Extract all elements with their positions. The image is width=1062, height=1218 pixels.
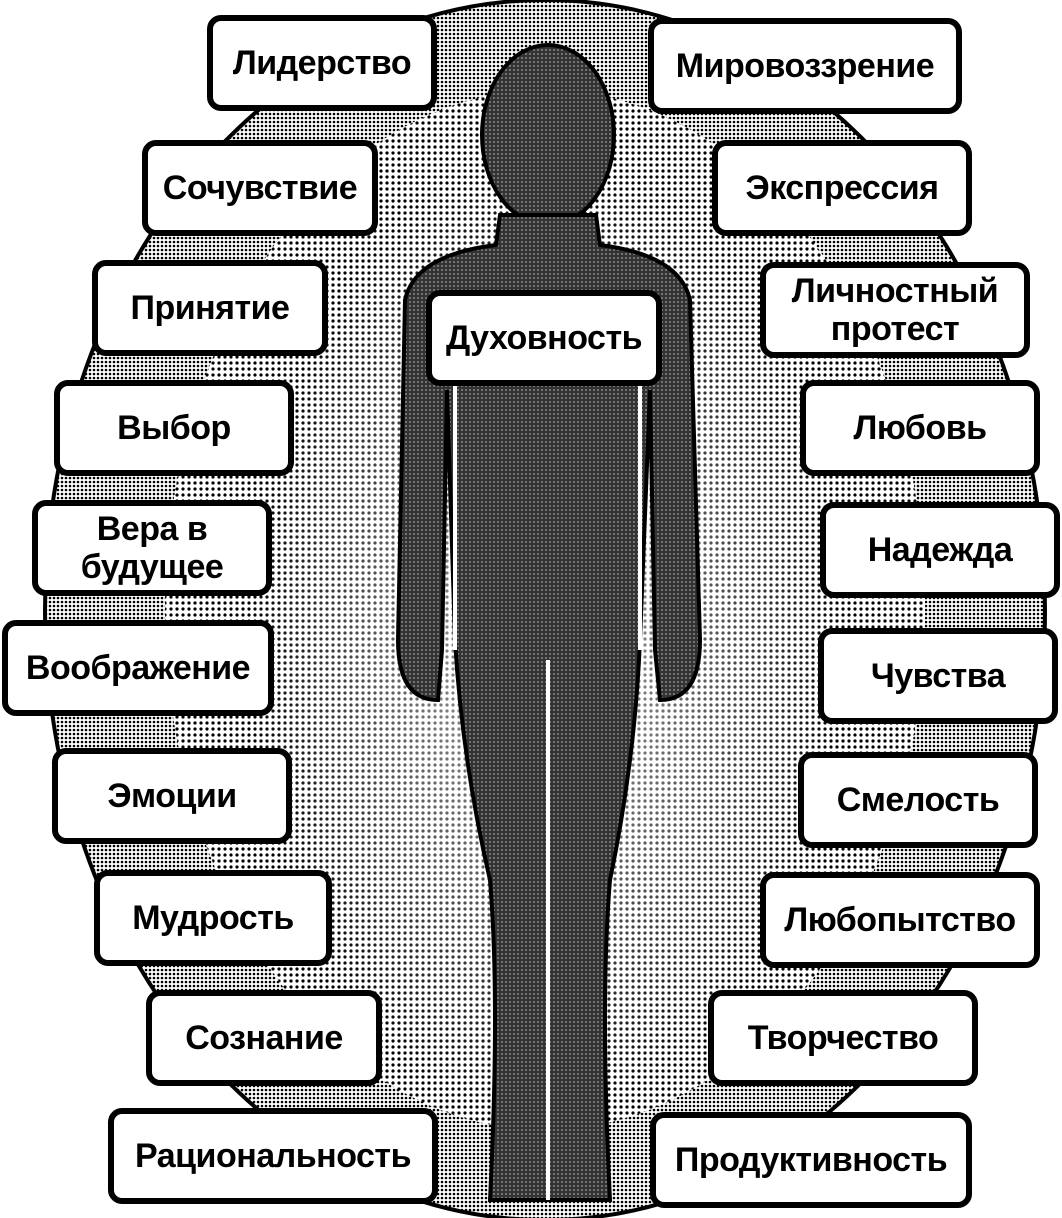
right-label-box: Творчество <box>708 990 978 1086</box>
box-label: Принятие <box>130 289 290 327</box>
box-label: Выбор <box>117 409 231 447</box>
right-label-box: Чувства <box>818 628 1058 724</box>
box-label: Личностный протест <box>791 272 999 348</box>
box-label: Сочувствие <box>162 169 358 207</box>
box-label: Любовь <box>853 409 987 447</box>
box-label: Надежда <box>867 531 1013 569</box>
left-label-box: Сочувствие <box>142 140 378 236</box>
left-label-box: Рациональность <box>108 1108 438 1204</box>
center-label-box: Духовность <box>426 290 662 386</box>
left-label-box: Воображение <box>2 620 274 716</box>
left-label-box: Мудрость <box>94 870 332 966</box>
box-label: Чувства <box>870 657 1006 695</box>
box-label: Воображение <box>25 649 251 687</box>
right-label-box: Надежда <box>820 502 1060 598</box>
left-label-box: Сознание <box>146 990 382 1086</box>
box-label: Экспрессия <box>745 169 940 207</box>
box-label: Мудрость <box>132 899 294 937</box>
box-label: Сознание <box>185 1019 343 1057</box>
right-label-box: Мировоззрение <box>648 18 962 114</box>
right-label-box: Экспрессия <box>712 140 972 236</box>
box-label: Любопытство <box>784 901 1016 939</box>
box-label: Духовность <box>445 319 643 357</box>
box-label: Мировоззрение <box>675 47 935 85</box>
left-label-box: Эмоции <box>52 748 292 844</box>
box-label: Творчество <box>747 1019 939 1057</box>
right-label-box: Смелость <box>798 752 1038 848</box>
right-label-box: Любопытство <box>760 872 1040 968</box>
right-label-box: Продуктивность <box>650 1112 972 1208</box>
right-label-box: Личностный протест <box>760 262 1030 358</box>
left-label-box: Лидерство <box>207 15 437 111</box>
box-label: Рациональность <box>135 1137 411 1175</box>
left-label-box: Вера в будущее <box>32 500 272 596</box>
right-label-box: Любовь <box>800 380 1040 476</box>
box-label: Продуктивность <box>674 1141 948 1179</box>
box-label: Смелость <box>836 781 1000 819</box>
left-label-box: Принятие <box>92 260 328 356</box>
left-label-box: Выбор <box>54 380 294 476</box>
box-label: Лидерство <box>232 44 412 82</box>
box-label: Вера в будущее <box>80 510 224 586</box>
box-label: Эмоции <box>107 777 237 815</box>
